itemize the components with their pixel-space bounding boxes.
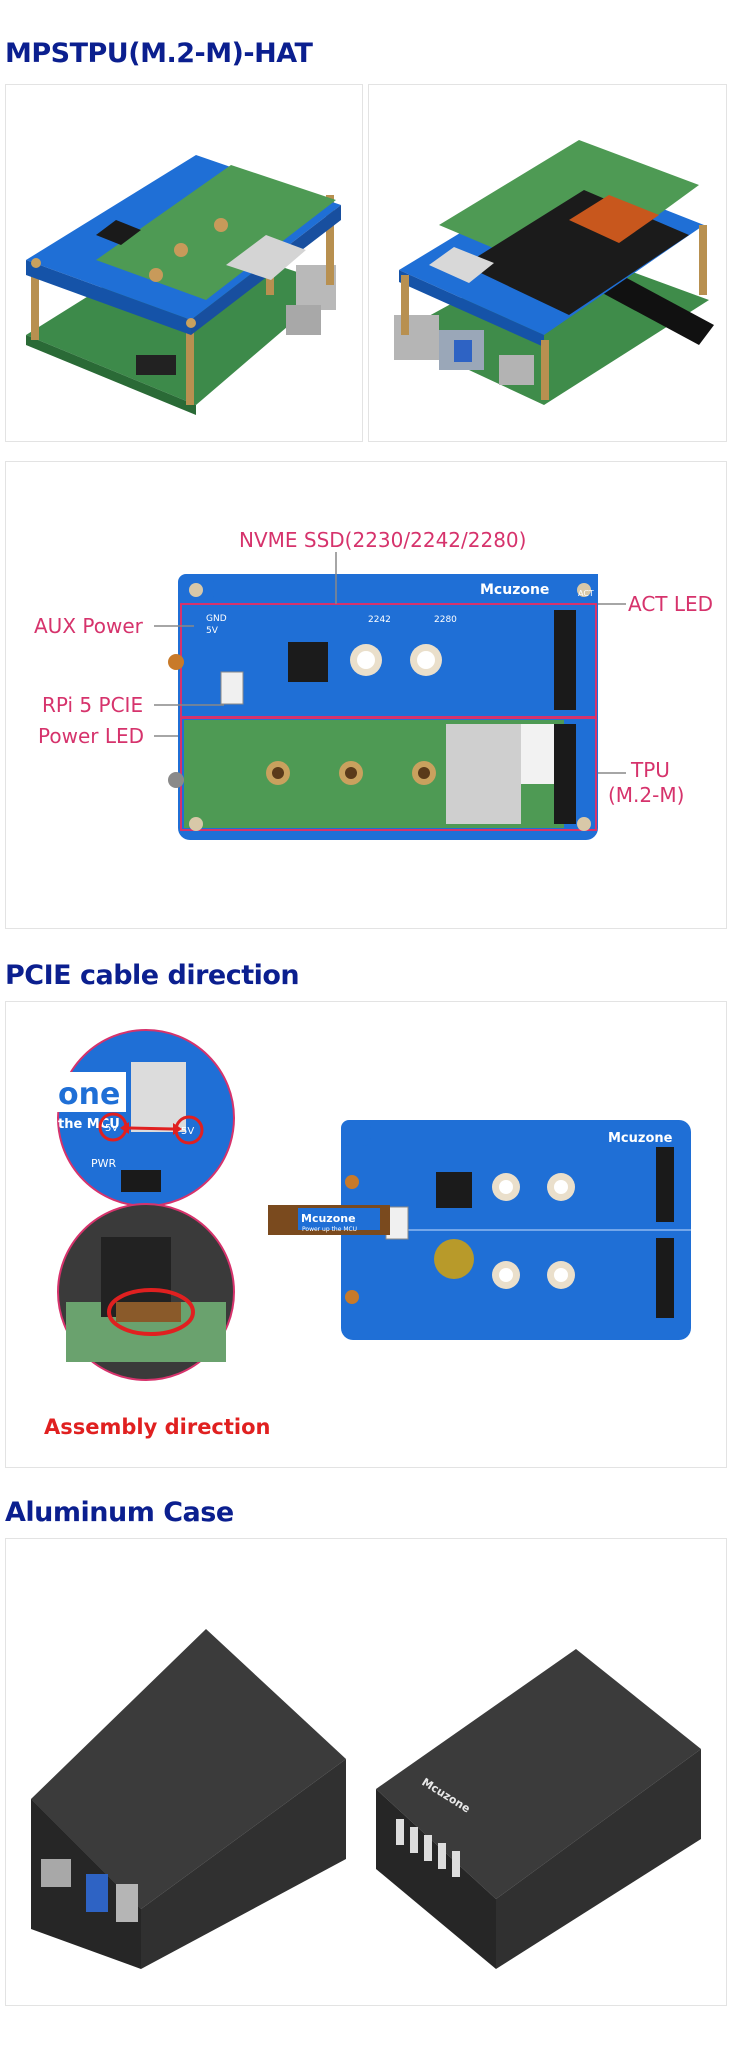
silk-gnd: GND: [206, 614, 227, 624]
callout-tpu-m2m: (M.2-M): [608, 783, 684, 807]
callout-power-led: Power LED: [38, 724, 144, 748]
cable-board-brand: Mcuzone: [608, 1131, 673, 1146]
callout-nvme: NVME SSD(2230/2242/2280): [239, 528, 526, 552]
silk-2280: 2280: [434, 615, 457, 625]
assembly-direction-caption: Assembly direction: [44, 1415, 271, 1439]
silk-5v: 5V: [206, 626, 219, 636]
hat-assembly-front-image: [26, 155, 341, 415]
zoom-pwr: PWR: [91, 1157, 117, 1170]
callout-aux-power: AUX Power: [34, 614, 144, 638]
callout-tpu: TPU: [630, 758, 670, 782]
cable-brand: Mcuzone: [301, 1212, 356, 1225]
hat-assembly-ssd-image: [394, 140, 714, 405]
hat-board-callout-figure: Mcuzone GND 5V 2242 2280 ACT NVME SSD(22…: [34, 528, 713, 840]
aluminum-case-figure: Mcuzone: [31, 1629, 701, 1969]
cable-slogan: Power up the MCU: [302, 1226, 357, 1233]
silk-2242: 2242: [368, 615, 391, 625]
section-title-pcie-cable: PCIE cable direction: [5, 960, 300, 991]
silk-act: ACT: [578, 589, 594, 598]
hat-annotated-diagram: Mcuzone GND 5V 2242 2280 ACT NVME SSD(22…: [5, 461, 727, 929]
aluminum-case-panel: Mcuzone: [5, 1538, 727, 2006]
zoom-the-mcu: the MCU: [58, 1117, 120, 1132]
pcie-cable-panel: one the MCU 5V 5V PWR Assembly direction: [5, 1001, 727, 1468]
callout-rpi5-pcie: RPi 5 PCIE: [42, 693, 143, 717]
section-title-hat: MPSTPU(M.2-M)-HAT: [5, 38, 313, 69]
zoom-5v-left: 5V: [105, 1123, 118, 1134]
hat-photo-back: [368, 84, 727, 442]
zoom-brand-one: one: [58, 1077, 120, 1112]
pcie-cable-figure: one the MCU 5V 5V PWR Assembly direction: [44, 1029, 691, 1439]
hat-photo-front: [5, 84, 363, 442]
callout-act-led: ACT LED: [628, 592, 713, 616]
board-brand: Mcuzone: [480, 582, 549, 598]
zoom-5v-right: 5V: [181, 1126, 194, 1137]
section-title-aluminum-case: Aluminum Case: [5, 1497, 234, 1528]
